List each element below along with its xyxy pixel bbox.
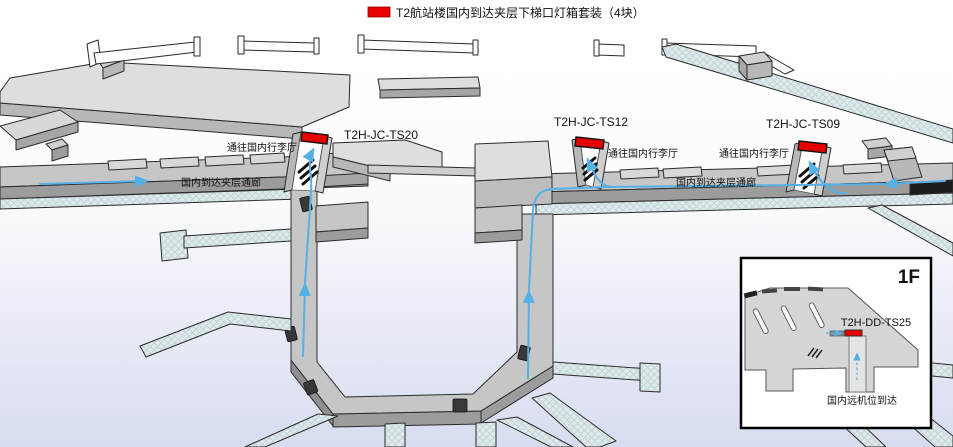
inset-floor-label: 1F xyxy=(898,267,920,288)
central-platform xyxy=(474,140,553,244)
label-to-baggage-1: 通往国内行李厅 xyxy=(227,141,297,154)
lightbox-ts12 xyxy=(574,136,605,150)
route-arrows xyxy=(39,147,946,379)
lightbox-ts09 xyxy=(797,140,828,154)
label-ts12: T2H-JC-TS12 xyxy=(554,115,628,129)
upper-right-ramp xyxy=(661,43,953,144)
central-loop-corridor xyxy=(284,180,554,428)
label-to-baggage-2: 通往国内行李厅 xyxy=(608,147,678,160)
inset-1f-panel: 1F T2H-DD-TS25 国内远机位到达 xyxy=(739,256,933,430)
label-corridor-right: 国内到达夹层通廊 xyxy=(676,176,756,189)
inset-caption: 国内远机位到达 xyxy=(827,394,897,407)
label-ts09: T2H-JC-TS09 xyxy=(766,117,840,131)
label-ts20: T2H-JC-TS20 xyxy=(344,128,418,142)
map-labels: T2H-JC-TS20 T2H-JC-TS12 T2H-JC-TS09 通往国内… xyxy=(181,115,840,189)
route-arrow xyxy=(808,160,847,195)
lightbox-dd-ts25 xyxy=(844,329,863,337)
left-edge-blocks xyxy=(0,109,79,162)
route-arrow xyxy=(302,147,315,193)
diagram-title: T2航站楼国内到达夹层下梯口灯箱套装（4块） xyxy=(396,5,645,20)
route-arrow xyxy=(586,157,613,188)
inset-lightbox-label: T2H-DD-TS25 xyxy=(841,317,911,329)
legend: T2航站楼国内到达夹层下梯口灯箱套装（4块） xyxy=(367,5,645,20)
escalator-ts09 xyxy=(785,140,832,197)
lightbox-ts20 xyxy=(300,131,329,145)
label-to-baggage-3: 通往国内行李厅 xyxy=(719,147,789,160)
legend-swatch-icon xyxy=(367,6,391,18)
route-arrow xyxy=(39,175,149,188)
label-corridor-left: 国内到达夹层通廊 xyxy=(181,176,261,189)
mid-step-platforms xyxy=(315,139,478,243)
mid-deck-bar xyxy=(377,76,481,99)
